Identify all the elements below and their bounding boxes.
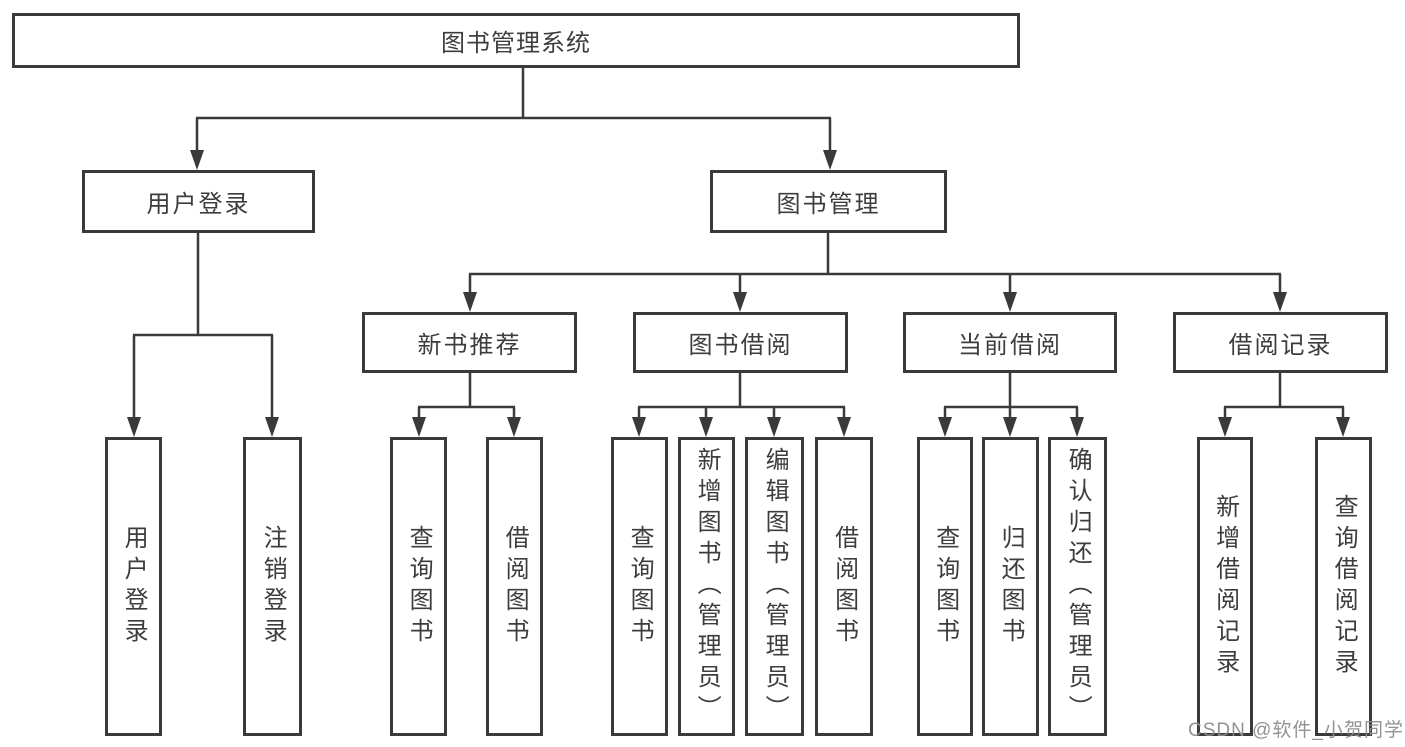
- node-label: 图书借阅: [688, 332, 793, 359]
- node-label: 图书管理系统: [441, 30, 591, 57]
- node-label: 图书管理: [776, 191, 881, 218]
- leaf-add-borrow-record: 新增借阅记录: [1197, 437, 1253, 736]
- node-label: 查询图书: [931, 524, 959, 649]
- leaf-confirm-return-admin: 确认归还（管理员）: [1048, 437, 1107, 736]
- leaf-borrow-books-2: 借阅图书: [815, 437, 873, 736]
- leaf-query-books-2: 查询图书: [611, 437, 668, 736]
- leaf-query-books-1: 查询图书: [390, 437, 447, 736]
- node-label: 查询图书: [405, 524, 433, 649]
- leaf-add-books-admin: 新增图书（管理员）: [678, 437, 735, 736]
- node-label: 新增图书（管理员）: [693, 447, 721, 726]
- csdn-watermark: CSDN @软件_小贺同学: [1188, 720, 1404, 741]
- node-new-book-recommend: 新书推荐: [362, 312, 577, 373]
- leaf-query-borrow-record: 查询借阅记录: [1315, 437, 1372, 736]
- node-current-borrowing: 当前借阅: [903, 312, 1117, 373]
- node-label: 用户登录: [146, 191, 251, 218]
- node-label: 新书推荐: [417, 332, 522, 359]
- node-label: 借阅图书: [501, 524, 529, 649]
- node-label: 确认归还（管理员）: [1064, 447, 1092, 726]
- leaf-query-books-3: 查询图书: [917, 437, 973, 736]
- node-user-login: 用户登录: [82, 170, 315, 233]
- leaf-logout: 注销登录: [243, 437, 302, 736]
- node-borrowing-records: 借阅记录: [1173, 312, 1388, 373]
- node-label: 新增借阅记录: [1211, 493, 1239, 680]
- node-label: 借阅图书: [830, 524, 858, 649]
- node-library-management-system: 图书管理系统: [12, 13, 1020, 68]
- leaf-borrow-books-1: 借阅图书: [486, 437, 543, 736]
- node-label: 查询借阅记录: [1330, 493, 1358, 680]
- leaf-user-login: 用户登录: [105, 437, 162, 736]
- node-label: 当前借阅: [958, 332, 1062, 359]
- leaf-return-books: 归还图书: [982, 437, 1039, 736]
- node-label: 注销登录: [259, 524, 287, 649]
- node-label: 借阅记录: [1228, 332, 1333, 359]
- node-label: 用户登录: [120, 524, 148, 649]
- node-book-borrowing: 图书借阅: [633, 312, 848, 373]
- node-label: 查询图书: [626, 524, 654, 649]
- node-book-management: 图书管理: [710, 170, 947, 233]
- node-label: 归还图书: [997, 524, 1025, 649]
- leaf-edit-books-admin: 编辑图书（管理员）: [745, 437, 804, 736]
- node-label: 编辑图书（管理员）: [761, 447, 789, 726]
